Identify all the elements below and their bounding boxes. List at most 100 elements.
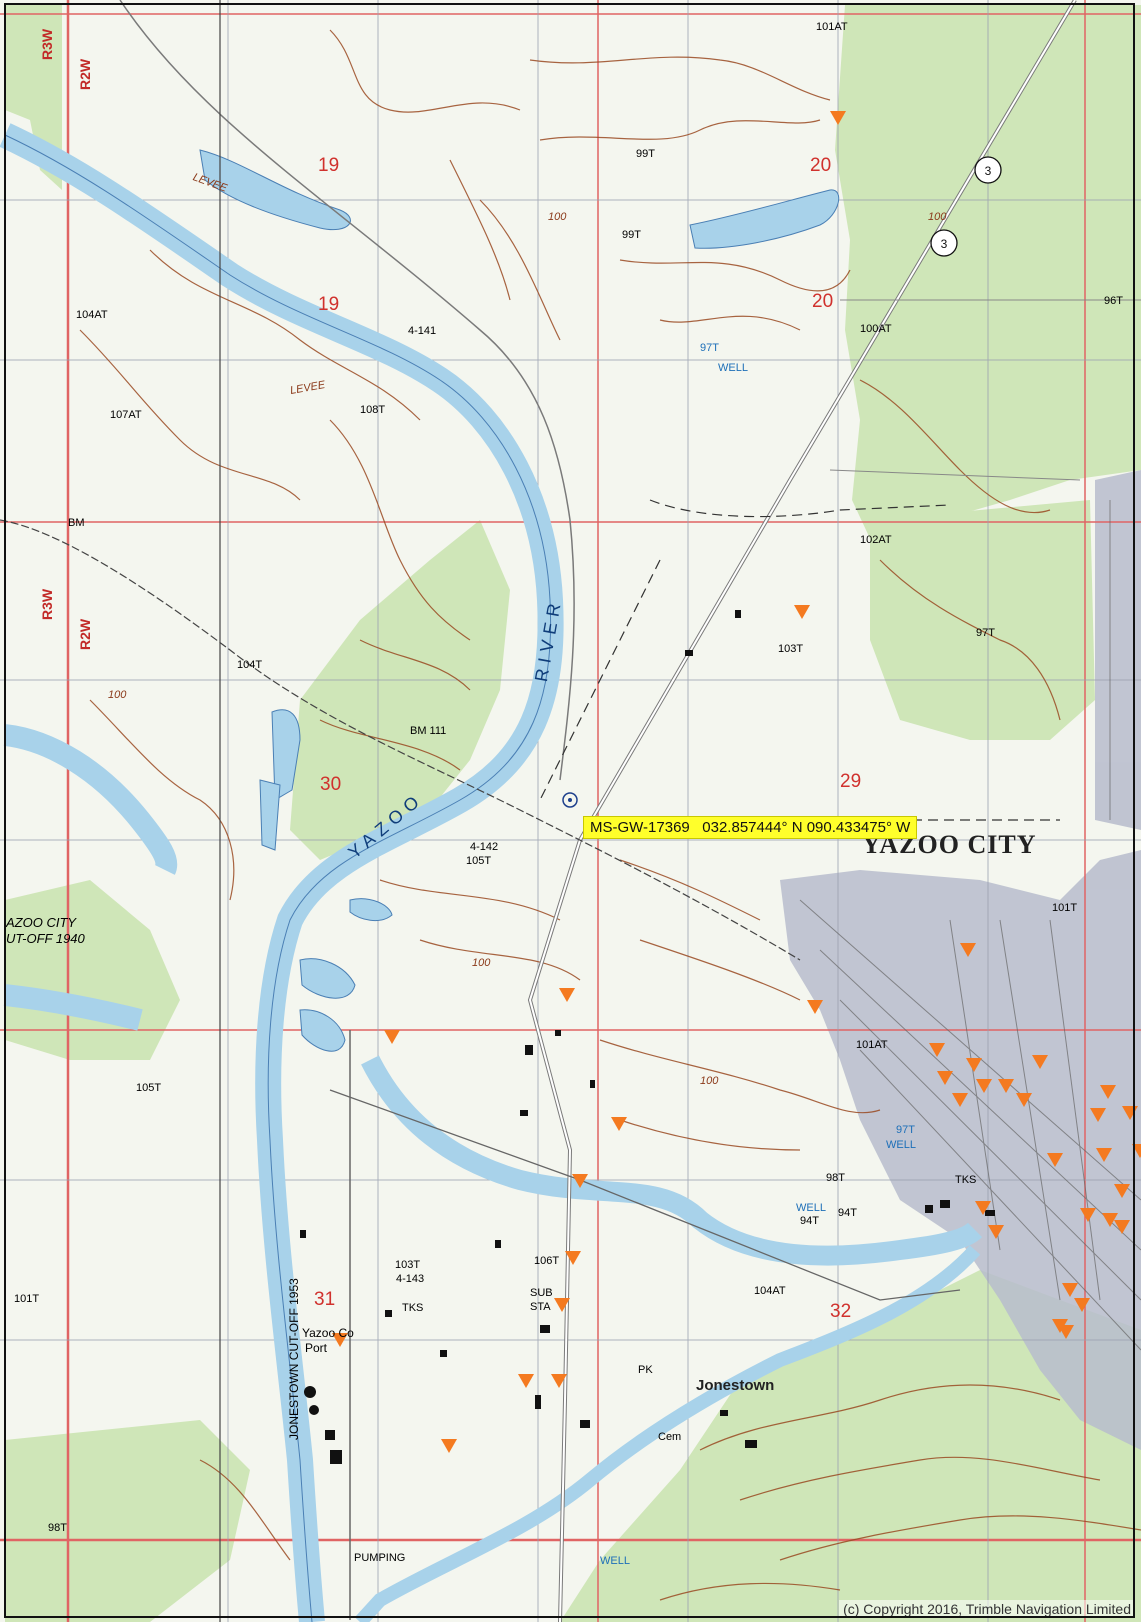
elevation-label: 100: [108, 689, 127, 701]
well-marker[interactable]: [518, 1374, 534, 1388]
well-marker[interactable]: [1062, 1283, 1078, 1297]
well-marker[interactable]: [975, 1201, 991, 1215]
feature-label-tks: TKS: [955, 1174, 977, 1186]
elevation-label: 94T: [800, 1215, 819, 1227]
place-label-cutoff-1953: JONESTOWN CUT-OFF 1953: [287, 1278, 301, 1440]
township-label: R3W: [39, 588, 55, 620]
feature-label-sub-sta: STA: [530, 1301, 551, 1313]
feature-label-sub-sta: SUB: [530, 1287, 553, 1299]
well-marker[interactable]: [988, 1225, 1004, 1239]
well-longitude: 090.433475° W: [806, 819, 911, 836]
place-label-cutoff-1940: UT-OFF 1940: [6, 931, 85, 946]
well-marker[interactable]: [929, 1043, 945, 1057]
feature-label-bm-111: BM 111: [410, 725, 447, 737]
elevation-label: 108T: [360, 404, 386, 416]
elevation-label: 100: [548, 211, 567, 223]
route-shield-3-north: [974, 156, 1002, 184]
well-marker[interactable]: [976, 1079, 992, 1093]
well-marker[interactable]: [572, 1174, 588, 1188]
well-marker[interactable]: [1080, 1208, 1096, 1222]
well-marker[interactable]: [1032, 1055, 1048, 1069]
well-marker[interactable]: [794, 605, 810, 619]
elevation-label: 101AT: [856, 1039, 888, 1051]
well-marker[interactable]: [1074, 1298, 1090, 1312]
feature-label-bm: BM: [68, 517, 85, 529]
well-marker[interactable]: [960, 943, 976, 957]
well-marker[interactable]: [441, 1439, 457, 1453]
elevation-label: 100: [700, 1075, 719, 1087]
well-marker[interactable]: [384, 1030, 400, 1044]
feature-label-pk: PK: [638, 1364, 653, 1376]
well-marker[interactable]: [1096, 1148, 1112, 1162]
urban-areas: [780, 470, 1141, 1450]
section-number: 19: [318, 155, 340, 176]
section-number: 30: [320, 774, 342, 795]
well-marker[interactable]: [554, 1298, 570, 1312]
well-location-marker[interactable]: [562, 792, 578, 808]
elevation-label: 97T: [700, 342, 719, 354]
township-label: R2W: [77, 58, 93, 90]
elevation-label: 100: [472, 957, 491, 969]
well-marker[interactable]: [1102, 1213, 1118, 1227]
elevation-label: 105T: [466, 855, 492, 867]
elevation-label: 103T: [395, 1259, 421, 1271]
well-marker[interactable]: [952, 1093, 968, 1107]
elevation-label: 101T: [14, 1293, 40, 1305]
section-number: 19: [318, 294, 340, 315]
elevation-label: 4-141: [408, 325, 437, 337]
route-shield-label: 3: [985, 164, 992, 178]
well-marker[interactable]: [1114, 1184, 1130, 1198]
section-number: 29: [840, 771, 862, 792]
elevation-label: 4-143: [396, 1273, 425, 1285]
well-marker[interactable]: [1047, 1153, 1063, 1167]
route-shields: [930, 156, 1002, 257]
elevation-label: 105T: [136, 1082, 162, 1094]
feature-label-well: WELL: [886, 1139, 916, 1151]
feature-label-well: WELL: [600, 1555, 630, 1567]
feature-label-pumping: PUMPING: [354, 1552, 406, 1564]
elevation-label: 98T: [48, 1522, 67, 1534]
well-marker[interactable]: [1090, 1108, 1106, 1122]
well-marker[interactable]: [807, 1000, 823, 1014]
well-marker[interactable]: [1052, 1319, 1068, 1333]
well-marker[interactable]: [966, 1058, 982, 1072]
well-marker[interactable]: [998, 1079, 1014, 1093]
place-label-cutoff-1940: AZOO CITY: [6, 915, 77, 930]
well-marker[interactable]: [559, 988, 575, 1002]
well-marker[interactable]: [551, 1374, 567, 1388]
well-marker[interactable]: [1114, 1220, 1130, 1234]
section-number: 20: [810, 155, 832, 176]
well-marker[interactable]: [611, 1117, 627, 1131]
well-marker[interactable]: [1100, 1085, 1116, 1099]
section-number: 31: [314, 1289, 336, 1310]
elevation-label: 97T: [896, 1124, 915, 1136]
well-marker[interactable]: [937, 1071, 953, 1085]
elevation-label: 104AT: [754, 1285, 786, 1297]
well-marker[interactable]: [830, 111, 846, 125]
route-shield-labels: 3 3: [941, 164, 992, 251]
well-id: MS-GW-17369: [590, 819, 690, 836]
township-label: R3W: [39, 28, 55, 60]
well-marker[interactable]: [565, 1251, 581, 1265]
elevation-label: 99T: [622, 229, 641, 241]
well-marker[interactable]: [1016, 1093, 1032, 1107]
well-marker[interactable]: [332, 1333, 348, 1347]
route-shield-label: 3: [941, 237, 948, 251]
section-number: 20: [812, 291, 834, 312]
elevation-label: 102AT: [860, 534, 892, 546]
elevation-label: 106T: [534, 1255, 560, 1267]
elevation-label: 98T: [826, 1172, 845, 1184]
well-callout: MS-GW-17369 032.857444° N 090.433475° W: [583, 816, 918, 839]
ponds: [199, 149, 840, 1052]
elevation-label: 104AT: [76, 309, 108, 321]
feature-label-well: WELL: [718, 362, 748, 374]
waterways: [0, 123, 983, 1622]
elevation-label: 107AT: [110, 409, 142, 421]
well-markers: [332, 111, 1141, 1453]
feature-label-well: WELL: [796, 1202, 826, 1214]
buildings: [300, 610, 995, 1464]
